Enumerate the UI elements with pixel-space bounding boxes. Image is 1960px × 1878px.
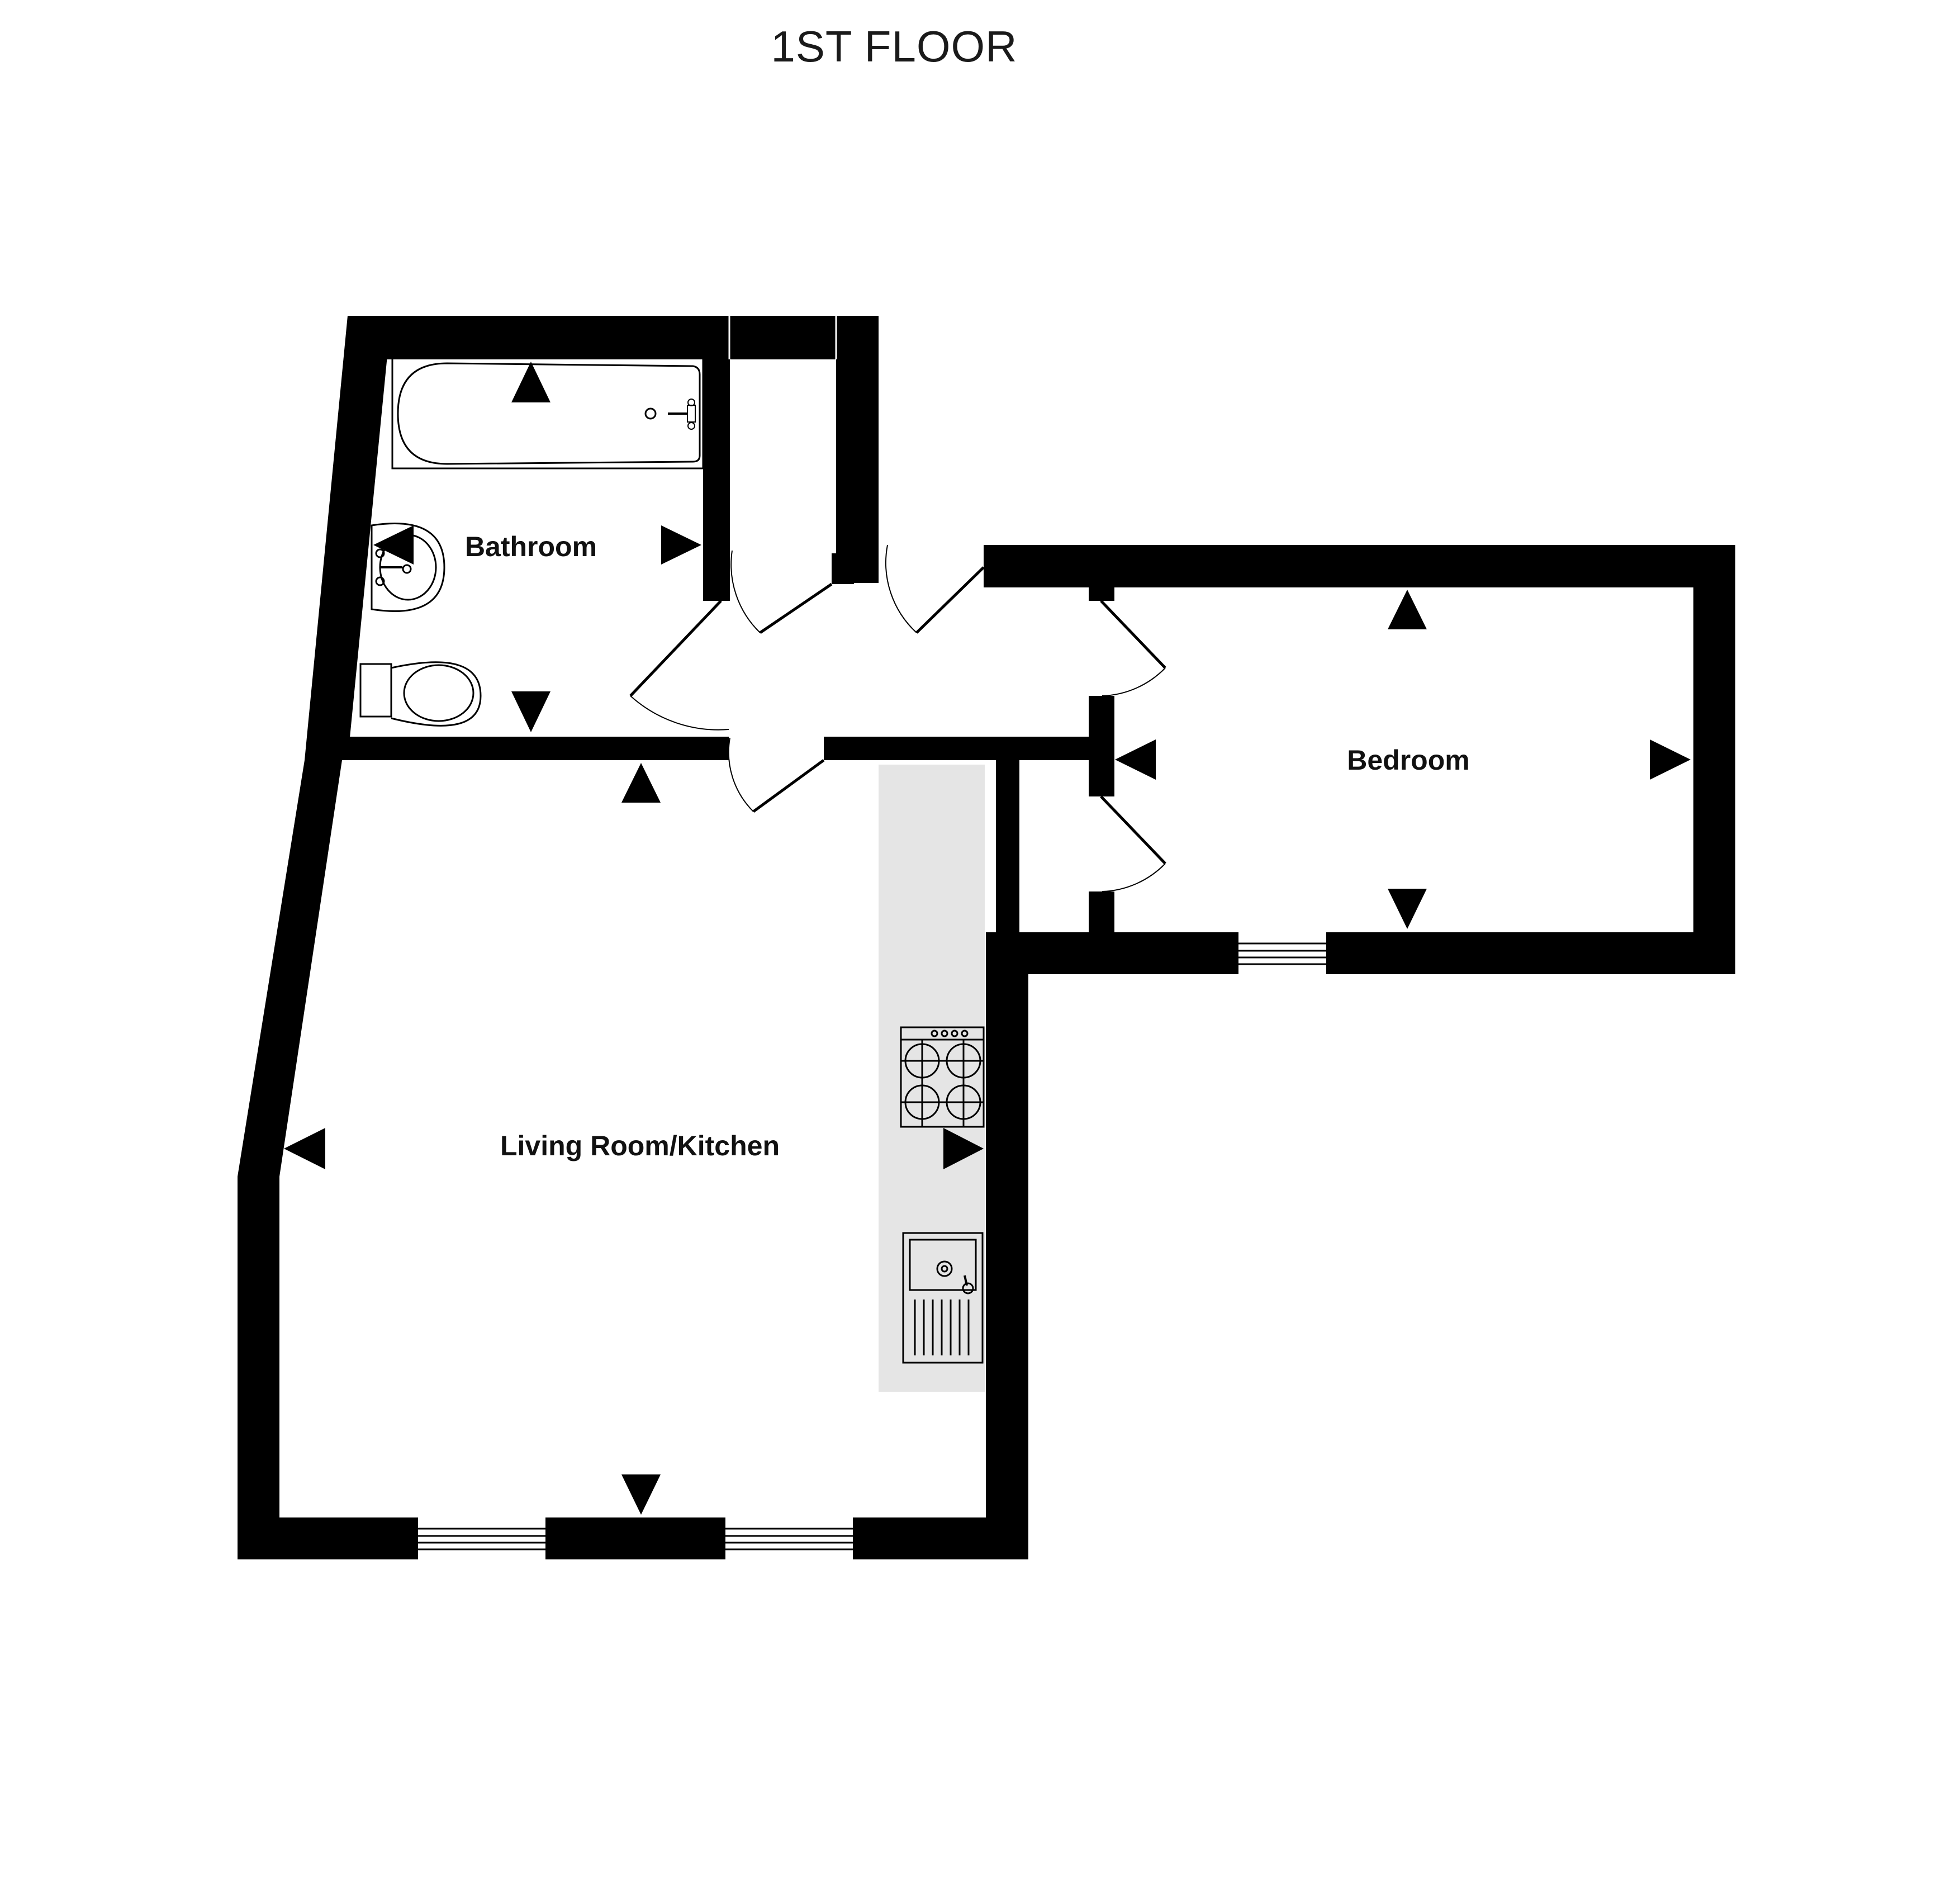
bedroom-left-wall-mid (1089, 696, 1114, 796)
doors (629, 544, 1166, 892)
wall-joints (728, 316, 837, 359)
living-window-left (391, 1517, 572, 1559)
bathroom-door (629, 600, 729, 731)
bedroom-marker-right (1650, 739, 1691, 780)
bedroom-left-wall-bottom (1089, 891, 1114, 974)
bathroom-marker-left (373, 525, 414, 565)
floor-title: 1ST FLOOR (771, 22, 1018, 71)
living-left-vertical-wall (238, 1177, 279, 1559)
bedroom-marker-bottom (1388, 889, 1427, 929)
dimension-markers (284, 362, 1691, 1515)
bathroom-marker-right (661, 525, 701, 565)
closet-door-jamb (832, 553, 854, 584)
bathtub-icon (391, 357, 704, 470)
living-marker-right (943, 1128, 984, 1169)
living-marker-top (621, 763, 661, 803)
bedroom-door-upper (1100, 600, 1166, 696)
bedroom-door-lower (1100, 795, 1166, 892)
bathroom-door-jamb (703, 553, 730, 601)
closet-right-wall (836, 316, 879, 583)
living-marker-left (284, 1128, 325, 1169)
bathroom-closet-partition (703, 316, 730, 600)
living-bottom-wall-left (238, 1517, 391, 1559)
bathroom-left-wall (305, 316, 391, 760)
living-right-wall (986, 932, 1028, 1559)
bedroom-left-wall-top (1089, 545, 1114, 601)
bathroom-marker-top (511, 362, 550, 402)
living-left-wall (238, 760, 342, 1177)
hob-icon (900, 1026, 985, 1128)
living-marker-bottom (621, 1474, 661, 1515)
windows (391, 932, 1344, 1559)
kitchen-counter (879, 765, 985, 1392)
bedroom-window (1221, 932, 1344, 974)
kitchen-sink-icon (902, 1232, 984, 1364)
bathroom-top-wall (348, 316, 879, 359)
store-left-wall (996, 737, 1019, 966)
toilet-icon (359, 661, 482, 727)
living-bottom-wall-mid (572, 1517, 699, 1559)
room-label-bedroom: Bedroom (1347, 744, 1470, 776)
bedroom-bottom-wall-right (1344, 932, 1735, 974)
bathroom-bottom-wall (342, 737, 729, 760)
closet-door-a (730, 550, 833, 634)
bedroom-marker-top (1388, 590, 1427, 629)
walls (238, 316, 1735, 1559)
room-label-bathroom: Bathroom (464, 531, 597, 562)
bedroom-marker-left (1115, 739, 1156, 780)
bedroom-right-wall (1693, 545, 1735, 974)
closet-door-b (885, 544, 985, 634)
hall-bottom-wall (824, 737, 1092, 760)
bathroom-marker-bottom (511, 691, 550, 732)
living-window-right (699, 1517, 880, 1559)
room-label-living-kitchen: Living Room/Kitchen (500, 1130, 780, 1161)
living-door (728, 737, 825, 813)
